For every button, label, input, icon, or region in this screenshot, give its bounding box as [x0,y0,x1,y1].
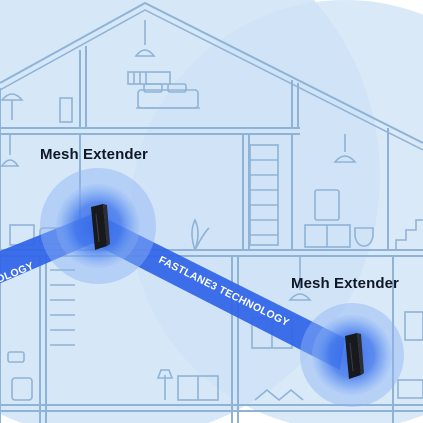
mesh-extender-device-icon [91,204,110,250]
extender-label-left: Mesh Extender [40,146,148,163]
extender-glows [40,168,404,407]
mesh-extender-device-icon [345,333,364,379]
band-segment-right [90,213,345,370]
extender-label-right: Mesh Extender [291,275,399,292]
